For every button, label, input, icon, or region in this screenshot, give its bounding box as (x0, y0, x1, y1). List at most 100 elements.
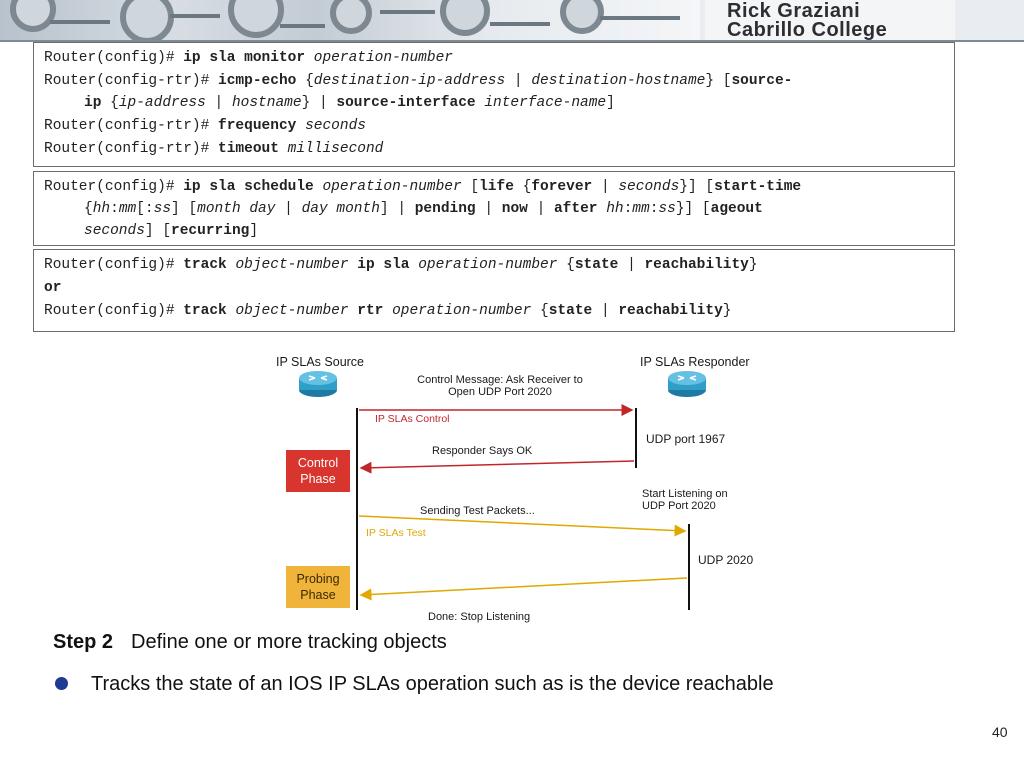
control-phase-line2: Phase (300, 472, 336, 486)
step-number: Step 2 (53, 631, 114, 653)
cli-argument: millisecond (287, 141, 384, 157)
cli-colon: : (649, 201, 659, 217)
ip-slas-control-label: IP SLAs Control (375, 413, 450, 425)
cli-keyword: ip (84, 95, 102, 111)
command-line: Router(config)# track object-number rtr … (44, 301, 944, 321)
cli-argument: object-number (235, 303, 349, 319)
cli-keyword: reachability (618, 303, 723, 319)
cli-brace: }] (679, 179, 697, 195)
brand-college: Cabrillo College (727, 19, 888, 41)
cli-separator: | (513, 73, 523, 89)
cli-argument: operation-number (392, 303, 532, 319)
cli-bracket: [ (470, 179, 480, 195)
bullet-text: Tracks the state of an IOS IP SLAs opera… (91, 673, 774, 695)
cli-separator: | (627, 257, 636, 273)
cli-argument: hh (92, 201, 111, 217)
cli-keyword: track (183, 303, 227, 319)
cli-separator: | (600, 179, 610, 195)
cli-argument: ss (658, 201, 676, 217)
cli-keyword: state (548, 303, 593, 319)
cli-keyword: ageout (710, 201, 763, 217)
step-text: Define one or more tracking objects (131, 631, 447, 653)
command-line-continued: seconds] [recurring] (44, 221, 944, 241)
cli-brace: { (110, 95, 119, 111)
cli-separator: | (536, 201, 546, 217)
test-packets-arrow (358, 515, 687, 537)
command-box-ip-sla-monitor: Router(config)# ip sla monitor operation… (33, 42, 955, 167)
cli-prompt: Router(config)# (44, 257, 175, 273)
cli-argument: seconds (305, 118, 366, 134)
cli-argument: day month (301, 201, 380, 217)
cli-bracket: [ (162, 223, 172, 239)
cli-bracket: [ (701, 201, 711, 217)
control-phase-badge: Control Phase (286, 450, 350, 492)
ip-slas-test-label: IP SLAs Test (366, 527, 426, 539)
probing-phase-badge: Probing Phase (286, 566, 350, 608)
cli-argument: operation-number (313, 50, 453, 66)
cli-argument: ip-address (118, 95, 206, 111)
cli-keyword: rtr (357, 303, 384, 319)
step-heading: Step 2 Define one or more tracking object… (53, 631, 447, 654)
cli-argument: mm (118, 201, 137, 217)
cli-brace: } (705, 73, 715, 89)
command-box-track: Router(config)# track object-number ip s… (33, 249, 955, 332)
or-separator: or (44, 280, 62, 296)
start-listening-line2: UDP Port 2020 (642, 500, 716, 512)
cli-brace: { (305, 73, 314, 89)
cli-separator: | (284, 201, 293, 217)
cli-brace: { (522, 179, 532, 195)
diagram-lines (356, 404, 690, 610)
done-label: Done: Stop Listening (428, 611, 531, 623)
probe-reply-arrow (359, 577, 688, 601)
cli-colon: [: (136, 201, 154, 217)
cli-bracket: ] (144, 223, 154, 239)
command-line: Router(config)# track object-number ip s… (44, 255, 944, 275)
cli-prompt: Router(config-rtr)# (44, 73, 210, 89)
control-phase-line1: Control (297, 456, 339, 470)
cli-keyword: track (183, 257, 227, 273)
cli-separator: | (318, 95, 328, 111)
cli-keyword: pending (414, 201, 476, 217)
command-line: Router(config)# ip sla schedule operatio… (44, 177, 944, 197)
header-banner: Rick Graziani Cabrillo College (0, 0, 1024, 42)
cli-bracket: [ (188, 201, 198, 217)
brand-name: Rick Graziani (727, 0, 861, 22)
cli-bracket: [ (722, 73, 732, 89)
cli-prompt: Router(config-rtr)# (44, 118, 210, 134)
control-message-line2: Open UDP Port 2020 (448, 386, 552, 398)
cli-keyword: after (553, 201, 598, 217)
cli-bracket: ] (606, 95, 615, 111)
cli-argument: month day (197, 201, 276, 217)
cli-keyword: ip sla (357, 257, 410, 273)
control-message-line1: Control Message: Ask Receiver to (417, 374, 583, 386)
cli-keyword: source- (731, 73, 793, 89)
cli-keyword: now (501, 201, 528, 217)
probing-phase-line2: Phase (300, 588, 336, 602)
cli-bracket: ] (379, 201, 389, 217)
command-line: Router(config-rtr)# icmp-echo {destinati… (44, 71, 944, 91)
cli-argument: destination-hostname (531, 73, 706, 89)
cli-keyword: ip sla monitor (183, 50, 306, 66)
command-line: Router(config-rtr)# timeout millisecond (44, 139, 944, 159)
command-line: Router(config)# ip sla monitor operation… (44, 48, 944, 68)
cli-argument: interface-name (484, 95, 607, 111)
cli-keyword: timeout (218, 141, 279, 157)
start-listening-line1: Start Listening on (642, 488, 728, 500)
cli-brace: } (748, 257, 758, 273)
cli-keyword: recurring (171, 223, 250, 239)
sending-test-label: Sending Test Packets... (420, 505, 535, 517)
source-label: IP SLAs Source (276, 355, 365, 369)
cli-argument: ss (153, 201, 172, 217)
command-line-continued: {hh:mm[:ss] [month day | day month] | pe… (44, 199, 944, 219)
cli-keyword: state (574, 257, 619, 273)
cli-argument: destination-ip-address (313, 73, 506, 89)
cli-keyword: reachability (644, 257, 749, 273)
cli-brace: { (540, 303, 549, 319)
brand-block: Rick Graziani Cabrillo College (705, 0, 955, 42)
cli-bracket: ] (249, 223, 259, 239)
cli-keyword: start-time (714, 179, 802, 195)
cli-bracket: ] (171, 201, 180, 217)
cli-keyword: icmp-echo (218, 73, 297, 89)
command-line-continued: ip {ip-address | hostname} | source-inte… (44, 93, 944, 113)
responder-router-icon (668, 371, 706, 397)
